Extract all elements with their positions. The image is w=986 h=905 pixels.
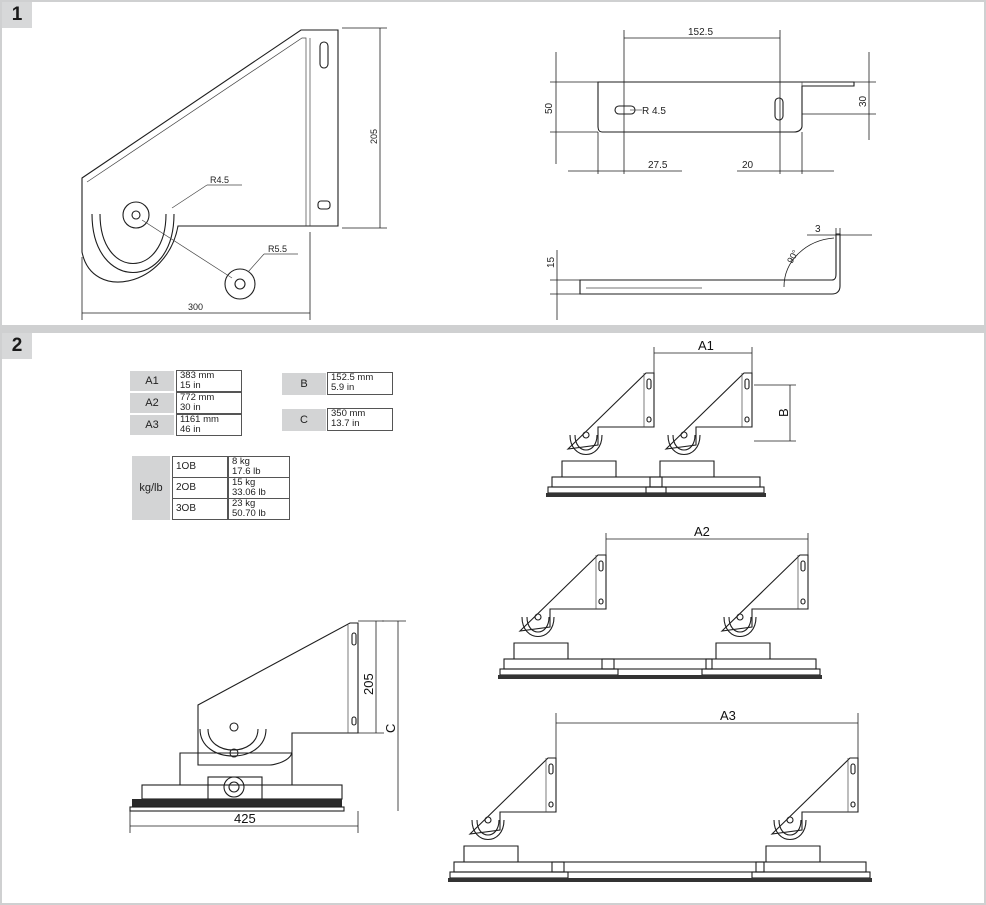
single-c-label: C xyxy=(383,724,398,733)
a2-pair-view: A2 xyxy=(497,524,823,680)
panel-number: 1 xyxy=(2,2,32,28)
front-view: 15 3 90° xyxy=(546,224,872,320)
single-bracket-view: 205 C 425 xyxy=(129,620,406,833)
hole-label: R 4.5 xyxy=(642,106,666,117)
a3-label: A3 xyxy=(720,708,736,723)
a3-pair-view: A3 xyxy=(447,708,873,883)
bracket-drawing-2: 205 C 425 A1 B xyxy=(129,338,873,883)
a1-label: A1 xyxy=(698,338,714,353)
single-width-label: 425 xyxy=(234,811,256,826)
weight-model-1: 1OB xyxy=(172,456,228,478)
top-right-label: 30 xyxy=(858,95,869,107)
spec-key-a2: A2 xyxy=(130,393,174,413)
top-height-label: 50 xyxy=(544,102,555,114)
front-thickness-label: 15 xyxy=(546,256,557,268)
single-height-label: 205 xyxy=(361,673,376,695)
side-view: R4.5 R5.5 205 300 xyxy=(81,27,387,320)
bracket-drawing-1: R4.5 R5.5 205 300 152.5 50 xyxy=(81,27,876,320)
lip-label: 3 xyxy=(815,224,821,235)
spec-key-c: C xyxy=(282,409,326,431)
left-offset-label: 27.5 xyxy=(648,160,668,171)
a2-label: A2 xyxy=(694,524,710,539)
spec-key-a1: A1 xyxy=(130,371,174,391)
angle-label: 90° xyxy=(785,248,801,265)
weight-label: kg/lb xyxy=(132,456,170,520)
radius-label-2: R5.5 xyxy=(268,244,287,254)
side-width-label: 300 xyxy=(188,302,203,312)
right-offset-label: 20 xyxy=(742,160,754,171)
side-height-label: 205 xyxy=(369,129,379,144)
radius-label-1: R4.5 xyxy=(210,175,229,185)
spec-key-a3: A3 xyxy=(130,415,174,435)
a1-pair-view: A1 B xyxy=(545,338,796,498)
top-width-label: 152.5 xyxy=(688,27,713,38)
weight-model-3: 3OB xyxy=(172,498,228,520)
panel-1: 1 R4.5 R5.5 205 xyxy=(2,2,984,325)
b-label: B xyxy=(776,408,791,417)
panel-number: 2 xyxy=(2,333,32,359)
spec-key-b: B xyxy=(282,373,326,395)
top-view: 152.5 50 30 R 4.5 27.5 20 xyxy=(544,27,876,174)
